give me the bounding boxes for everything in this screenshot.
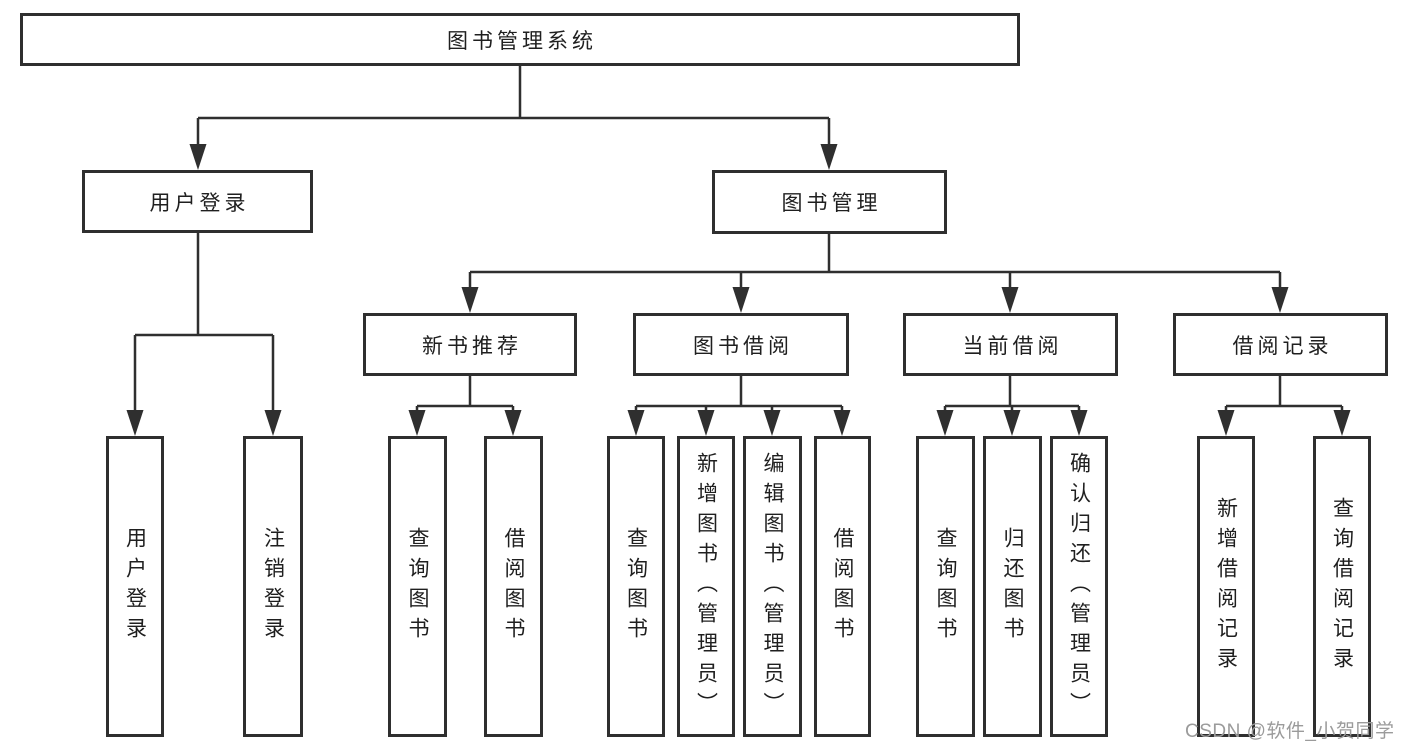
node-label: 借阅记录 [1232,334,1333,358]
node-book-management: 图书管理 [712,170,947,234]
csdn-watermark: CSDN @软件_小贺同学 [1185,721,1395,742]
node-label: 查询借阅记录 [1330,496,1354,677]
node-current-borrowing: 当前借阅 [903,313,1118,376]
node-label: 编辑图书（管理员） [761,451,784,722]
leaf-borrow-books-recommend: 借阅图书 [484,436,543,737]
leaf-query-borrow-record: 查询借阅记录 [1313,436,1371,737]
node-label: 新增图书（管理员） [694,451,718,722]
node-label: 图书借阅 [693,334,793,358]
leaf-add-books-admin: 新增图书（管理员） [677,436,735,737]
node-label: 确认归还（管理员） [1067,451,1091,722]
node-label: 新增借阅记录 [1214,496,1238,677]
node-label: 新书推荐 [422,334,522,358]
node-user-login: 用户登录 [82,170,313,233]
leaf-borrow-books-borrowing: 借阅图书 [814,436,871,737]
leaf-query-books-recommend: 查询图书 [388,436,447,737]
node-label: 当前借阅 [962,334,1063,358]
node-library-management-system: 图书管理系统 [20,13,1020,66]
node-borrowing-records: 借阅记录 [1173,313,1388,376]
node-label: 图书管理 [781,192,882,215]
leaf-query-books-borrowing: 查询图书 [607,436,665,737]
node-label: 用户登录 [149,191,250,215]
leaf-confirm-return-admin: 确认归还（管理员） [1050,436,1108,737]
leaf-return-books: 归还图书 [983,436,1042,737]
leaf-logout: 注销登录 [243,436,303,737]
node-label: 查询图书 [624,526,648,647]
leaf-user-login: 用户登录 [106,436,164,737]
leaf-query-books-current: 查询图书 [916,436,975,737]
node-label: 借阅图书 [831,526,854,647]
node-label: 查询图书 [406,526,429,647]
node-label: 注销登录 [261,526,285,647]
leaf-edit-books-admin: 编辑图书（管理员） [743,436,802,737]
leaf-add-borrow-record: 新增借阅记录 [1197,436,1255,737]
node-label: 图书管理系统 [447,29,597,53]
node-label: 用户登录 [123,526,147,647]
node-label: 归还图书 [1001,526,1024,647]
node-label: 借阅图书 [502,526,525,647]
node-book-borrowing: 图书借阅 [633,313,849,376]
node-new-book-recommendation: 新书推荐 [363,313,577,376]
node-label: 查询图书 [934,526,957,647]
